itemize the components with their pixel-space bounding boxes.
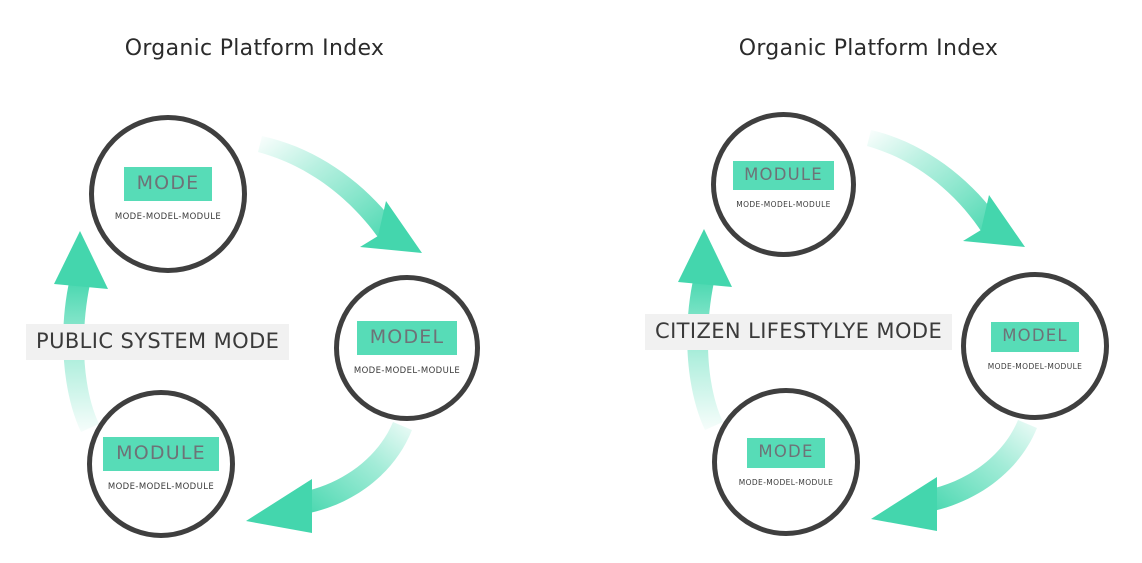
node-subtitle: MODE-MODEL-MODULE [114,211,222,222]
node-subtitle: MODE-MODEL-MODULE [736,200,831,209]
node-circle[interactable]: MODEL MODE-MODEL-MODULE [334,275,480,421]
node-circle[interactable]: MODE MODE-MODEL-MODULE [712,388,860,536]
cycle-center-label: PUBLIC SYSTEM MODE [26,324,290,360]
arrow-bottom [246,422,412,533]
node-circle[interactable]: MODULE MODE-MODEL-MODULE [87,390,235,538]
arrow-layer [54,136,422,533]
node-subtitle: MODE-MODEL-MODULE [738,477,834,487]
node-circle[interactable]: MODE MODE-MODEL-MODULE [89,115,247,273]
arrow-top-right [258,136,422,253]
node-tag-label: MODEL [991,322,1079,352]
node-tag-label: MODE [123,166,213,201]
node-subtitle: MODE-MODEL-MODULE [107,481,215,492]
node-tag-label: MODE [747,438,825,468]
node-subtitle: MODE-MODEL-MODULE [353,365,461,376]
page-title: Organic Platform Index [124,36,385,61]
node-tag-label: MODULE [103,436,219,471]
cycle-diagram-right: Organic Platform Index [571,0,1142,563]
node-circle[interactable]: MODEL MODE-MODEL-MODULE [961,272,1109,420]
arrow-bottom [871,420,1037,531]
cycle-center-label: CITIZEN LIFESTYLYE MODE [645,314,953,350]
arrow-top-right [867,130,1025,247]
node-circle[interactable]: MODULE MODE-MODEL-MODULE [711,112,856,257]
node-subtitle: MODE-MODEL-MODULE [987,361,1083,371]
node-tag-label: MODEL [356,320,458,355]
cycle-diagram-left: Organic Platform Index [26,36,480,538]
node-tag-label: MODULE [733,160,834,190]
page-title: Organic Platform Index [738,36,999,61]
